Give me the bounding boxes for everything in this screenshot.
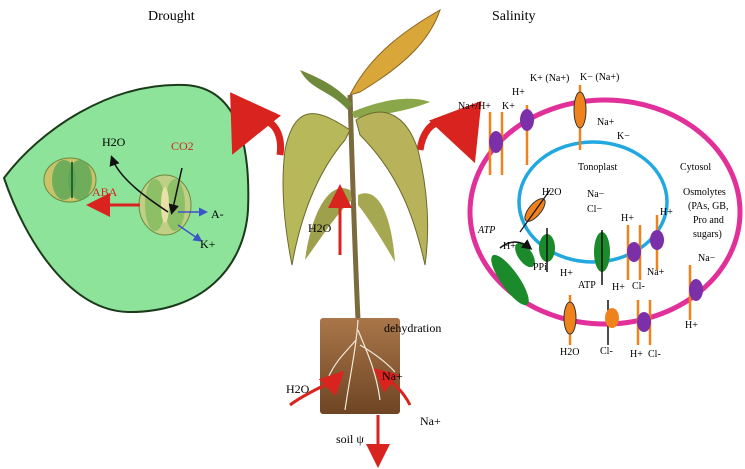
arrow-to-leaf-cell <box>230 92 285 156</box>
transporter-k-top <box>520 105 534 165</box>
leaf-cell <box>2 83 250 314</box>
pm-cl-channel-bottom <box>605 300 619 345</box>
bottom-cl2-label: Cl- <box>648 349 661 360</box>
h-label-5: H+ <box>660 207 673 218</box>
osmolytes-line-4: sugars) <box>693 229 722 240</box>
bottom-h2o-label: H2O <box>560 347 580 358</box>
h-label-2: H+ <box>560 268 573 279</box>
vacuole-cl-label: Cl− <box>587 204 603 215</box>
title-salinity: Salinity <box>492 9 536 24</box>
vacuole-atpase <box>491 239 535 306</box>
soil-sodium-label: Na+ <box>420 414 441 428</box>
vacuole-cl-transporter <box>650 215 664 270</box>
stem-water-label: H2O <box>308 221 332 235</box>
h-label-1: H+ <box>503 241 516 252</box>
leaf-co2-label: CO2 <box>171 139 194 153</box>
cytosol-k-label: K− <box>617 131 630 142</box>
open-stoma <box>138 174 192 236</box>
antiporter-label: Na+/H+ <box>458 101 491 112</box>
pm-aquaporin-bottom <box>563 295 577 345</box>
atp-label-1: ATP <box>478 225 496 236</box>
vacuole-antiporter <box>626 225 642 280</box>
plant-illustration <box>282 8 441 321</box>
h-label-3: H+ <box>612 282 625 293</box>
leaf-anion-label: A- <box>211 207 224 221</box>
vacuole-atpase-2 <box>594 230 610 285</box>
title-drought: Drought <box>148 9 195 24</box>
closed-stoma <box>43 157 97 203</box>
root-sodium-arrow <box>373 368 412 406</box>
pm-symporter-bottom <box>636 300 652 345</box>
leaf-potassium-label: K+ <box>200 237 216 251</box>
pm-na-transporter-right <box>688 265 703 320</box>
cytosol-na-label: Na+ <box>597 117 615 128</box>
channel-k-na-label: K− (Na+) <box>580 72 620 83</box>
ppi-label: PPi <box>533 262 547 273</box>
bottom-cl-label: Cl- <box>600 346 613 357</box>
dehydration-label: dehydration <box>384 321 442 335</box>
pm-h-label: H+ <box>512 87 525 98</box>
na-label-2: Na− <box>698 253 716 264</box>
vacuole-h2o-label: H2O <box>542 187 562 198</box>
root-water-arrow <box>289 370 345 407</box>
transporter-antiporter-top <box>488 112 504 175</box>
tonoplast-label: Tonoplast <box>578 162 618 173</box>
h-label-6: H+ <box>685 320 698 331</box>
na-label-1: Na+ <box>647 267 665 278</box>
leaf-water-label: H2O <box>102 135 126 149</box>
cytosol-label: Cytosol <box>680 162 712 173</box>
osmolytes-line-3: Pro and <box>693 215 724 226</box>
arrow-to-salt-cell <box>416 100 482 164</box>
leaf-aba-label: ABA <box>92 185 118 199</box>
soil-potential-label: soil ψ <box>336 432 364 446</box>
bottom-h-label: H+ <box>630 349 643 360</box>
cl-label-1: Cl- <box>632 281 645 292</box>
channel-k-na-top <box>573 85 587 150</box>
tonoplast-membrane <box>517 140 669 264</box>
root-water-label: H2O <box>286 382 310 396</box>
salt-cell <box>467 85 743 345</box>
pm-k-na-label: K+ (Na+) <box>530 73 570 84</box>
vacuole-ppase <box>539 228 555 272</box>
vacuole-na-label: Na− <box>587 189 605 200</box>
h-label-4: H+ <box>621 213 634 224</box>
osmolytes-line-2: (PAs, GB, <box>688 201 729 212</box>
root-sodium-label: Na+ <box>382 369 403 383</box>
pm-k-label: K+ <box>502 101 515 112</box>
vacuole-h2o-channel <box>519 189 551 233</box>
atp-label-2: ATP <box>578 280 596 291</box>
osmolytes-line-1: Osmolytes <box>683 187 726 198</box>
